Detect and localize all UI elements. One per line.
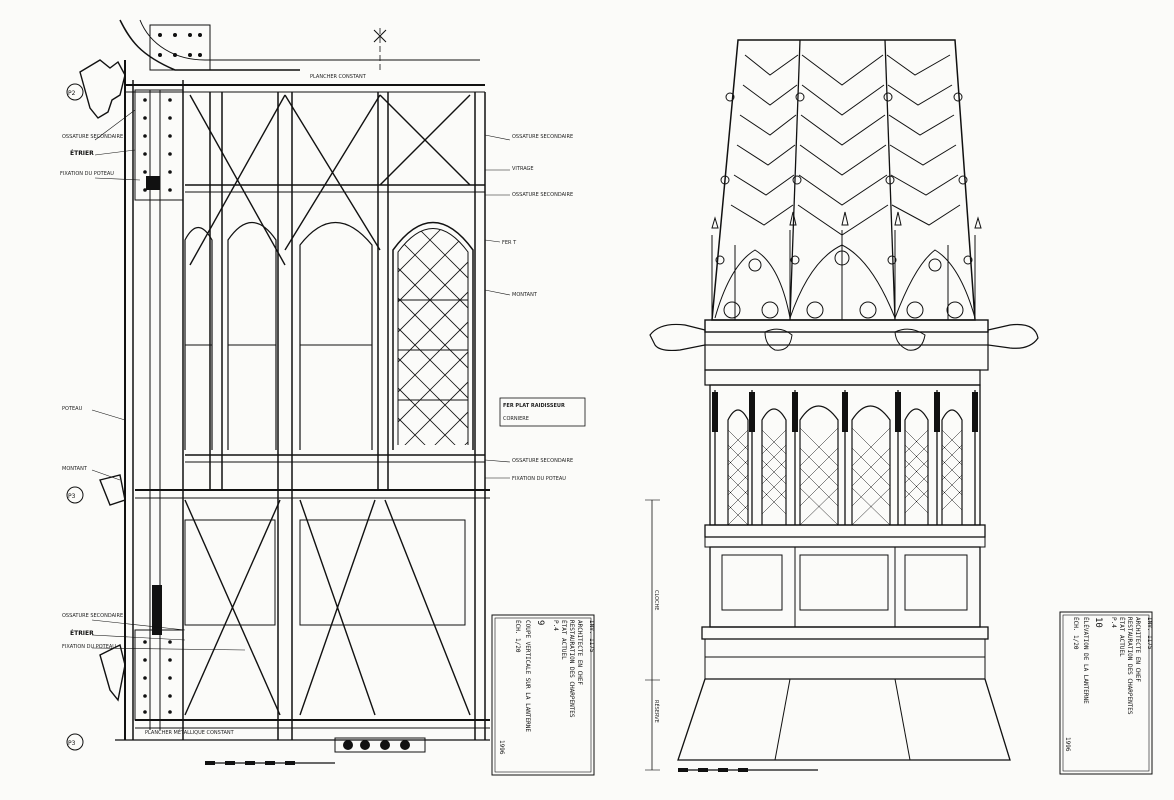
rivet-plate-left: [134, 89, 184, 201]
window-lattice: [727, 427, 963, 526]
dim-v1: CLOCHE: [653, 590, 659, 610]
tb-right-ref: INV. 1175: [1146, 617, 1153, 650]
tb-right-title: ÉLÉVATION DE LA LANTERNE: [1082, 617, 1090, 704]
tb-right-line2: RESTAURATION DES CHARPENTES: [1126, 617, 1133, 715]
gargoyle-left: [649, 323, 706, 352]
lattice-grid: [398, 228, 468, 445]
ann-plancher-met: PLANCHER MÉTALLIQUE CONSTANT: [145, 728, 235, 736]
ann-fer-t: FER T: [502, 240, 517, 246]
lantern-section-drawing: P2 P3 P3 OSSATURE SECONDAIRE ÉTRIER FIXA…: [60, 19, 595, 776]
rivet-plate-bottom: [134, 629, 184, 721]
ann-ossature2: OSSATURE SECONDAIRE: [62, 613, 123, 619]
ann-fixation3: FIXATION DU POTEAU: [512, 476, 566, 482]
upper-cornice: [704, 319, 989, 333]
gargoyle-right: [987, 323, 1039, 349]
tb-right-date: 1996: [1064, 737, 1071, 752]
window-arch-1: [184, 226, 213, 450]
window-arch-3: [299, 222, 373, 450]
tb-left-scale: ÉCH. 1/20: [514, 620, 522, 653]
tb-right-line4: P.4: [1110, 617, 1117, 628]
ann-montant: MONTANT: [62, 466, 88, 472]
ann-etrier: ÉTRIER: [70, 149, 94, 157]
tb-left-line1: ARCHITECTE EN CHEF: [576, 620, 583, 685]
tb-right-sheet-no: 10: [1093, 617, 1103, 628]
gargoyle-center-right: [894, 328, 926, 351]
tb-left-title: COUPE VERTICALE SUR LA LANTERNE: [524, 620, 531, 732]
ann-vitrage: VITRAGE: [512, 166, 534, 172]
callout-markers: [66, 83, 84, 751]
ann-fixation2: FIXATION DU POTEAU: [62, 644, 116, 650]
base-flare: [677, 678, 1011, 761]
scale-bar-left: [205, 761, 335, 765]
window-arch-2: [227, 222, 277, 450]
tb-left-sheet-no: 9: [535, 620, 545, 625]
spire-outline: [711, 39, 976, 321]
callout-p3: P3: [68, 493, 76, 500]
rivet-plate-top: [149, 24, 211, 71]
callout-p2: P2: [68, 90, 76, 97]
ann-cornier: CORNIERE: [503, 416, 529, 422]
cornice-profile-top: [79, 59, 126, 119]
tb-left-line3: ÉTAT ACTUEL: [560, 620, 568, 660]
callout-p3b: P3: [68, 740, 76, 747]
tb-left-ref: INV. 1175: [588, 620, 595, 653]
tb-right-line3: ÉTAT ACTUEL: [1118, 617, 1126, 657]
ann-ossature3: OSSATURE SECONDAIRE: [512, 134, 573, 140]
dimension-line: [645, 499, 660, 771]
plinth-panels: [709, 546, 981, 628]
tb-right-scale: ÉCH. 1/20: [1072, 617, 1080, 650]
left-drawing-sheet: P2 P3 P3 OSSATURE SECONDAIRE ÉTRIER FIXA…: [60, 19, 595, 776]
ann-fixation: FIXATION DU POTEAU: [60, 171, 114, 177]
title-block-left: [491, 614, 595, 776]
ann-raidisseur: FER PLAT RAIDISSEUR: [503, 403, 565, 409]
ann-ossature4: OSSATURE SECONDAIRE: [512, 458, 573, 464]
window-arch-leaded: [392, 221, 474, 450]
gablet-ornament: [711, 211, 982, 320]
scale-bar-right: [678, 768, 818, 772]
ann-poteau: POTEAU: [62, 406, 83, 412]
gargoyle-center-left: [764, 328, 793, 351]
dim-v2: RÉSERVE: [653, 700, 661, 723]
title-block-right: [1059, 611, 1153, 775]
right-drawing-sheet: CLOCHE RÉSERVE INV. 1175 ARCHITECTE EN C…: [620, 0, 1174, 800]
ann-ossature: OSSATURE SECONDAIRE: [62, 134, 123, 140]
tb-right-line1: ARCHITECTE EN CHEF: [1134, 617, 1141, 682]
lantern-elevation-drawing: CLOCHE RÉSERVE INV. 1175 ARCHITECTE EN C…: [645, 39, 1153, 775]
ann-plancher: PLANCHER CONSTANT: [310, 74, 367, 80]
ann-etrier2: ÉTRIER: [70, 629, 94, 637]
ann-ossature-tr: OSSATURE SECONDAIRE: [512, 192, 573, 198]
tb-left-line4: P.4: [552, 620, 559, 631]
tb-left-date: 1996: [498, 740, 505, 755]
ann-montant2: MONTANT: [512, 292, 538, 298]
chevron-pattern: [730, 54, 961, 236]
tb-left-line2: RESTAURATION DES CHARPENTES: [568, 620, 575, 718]
